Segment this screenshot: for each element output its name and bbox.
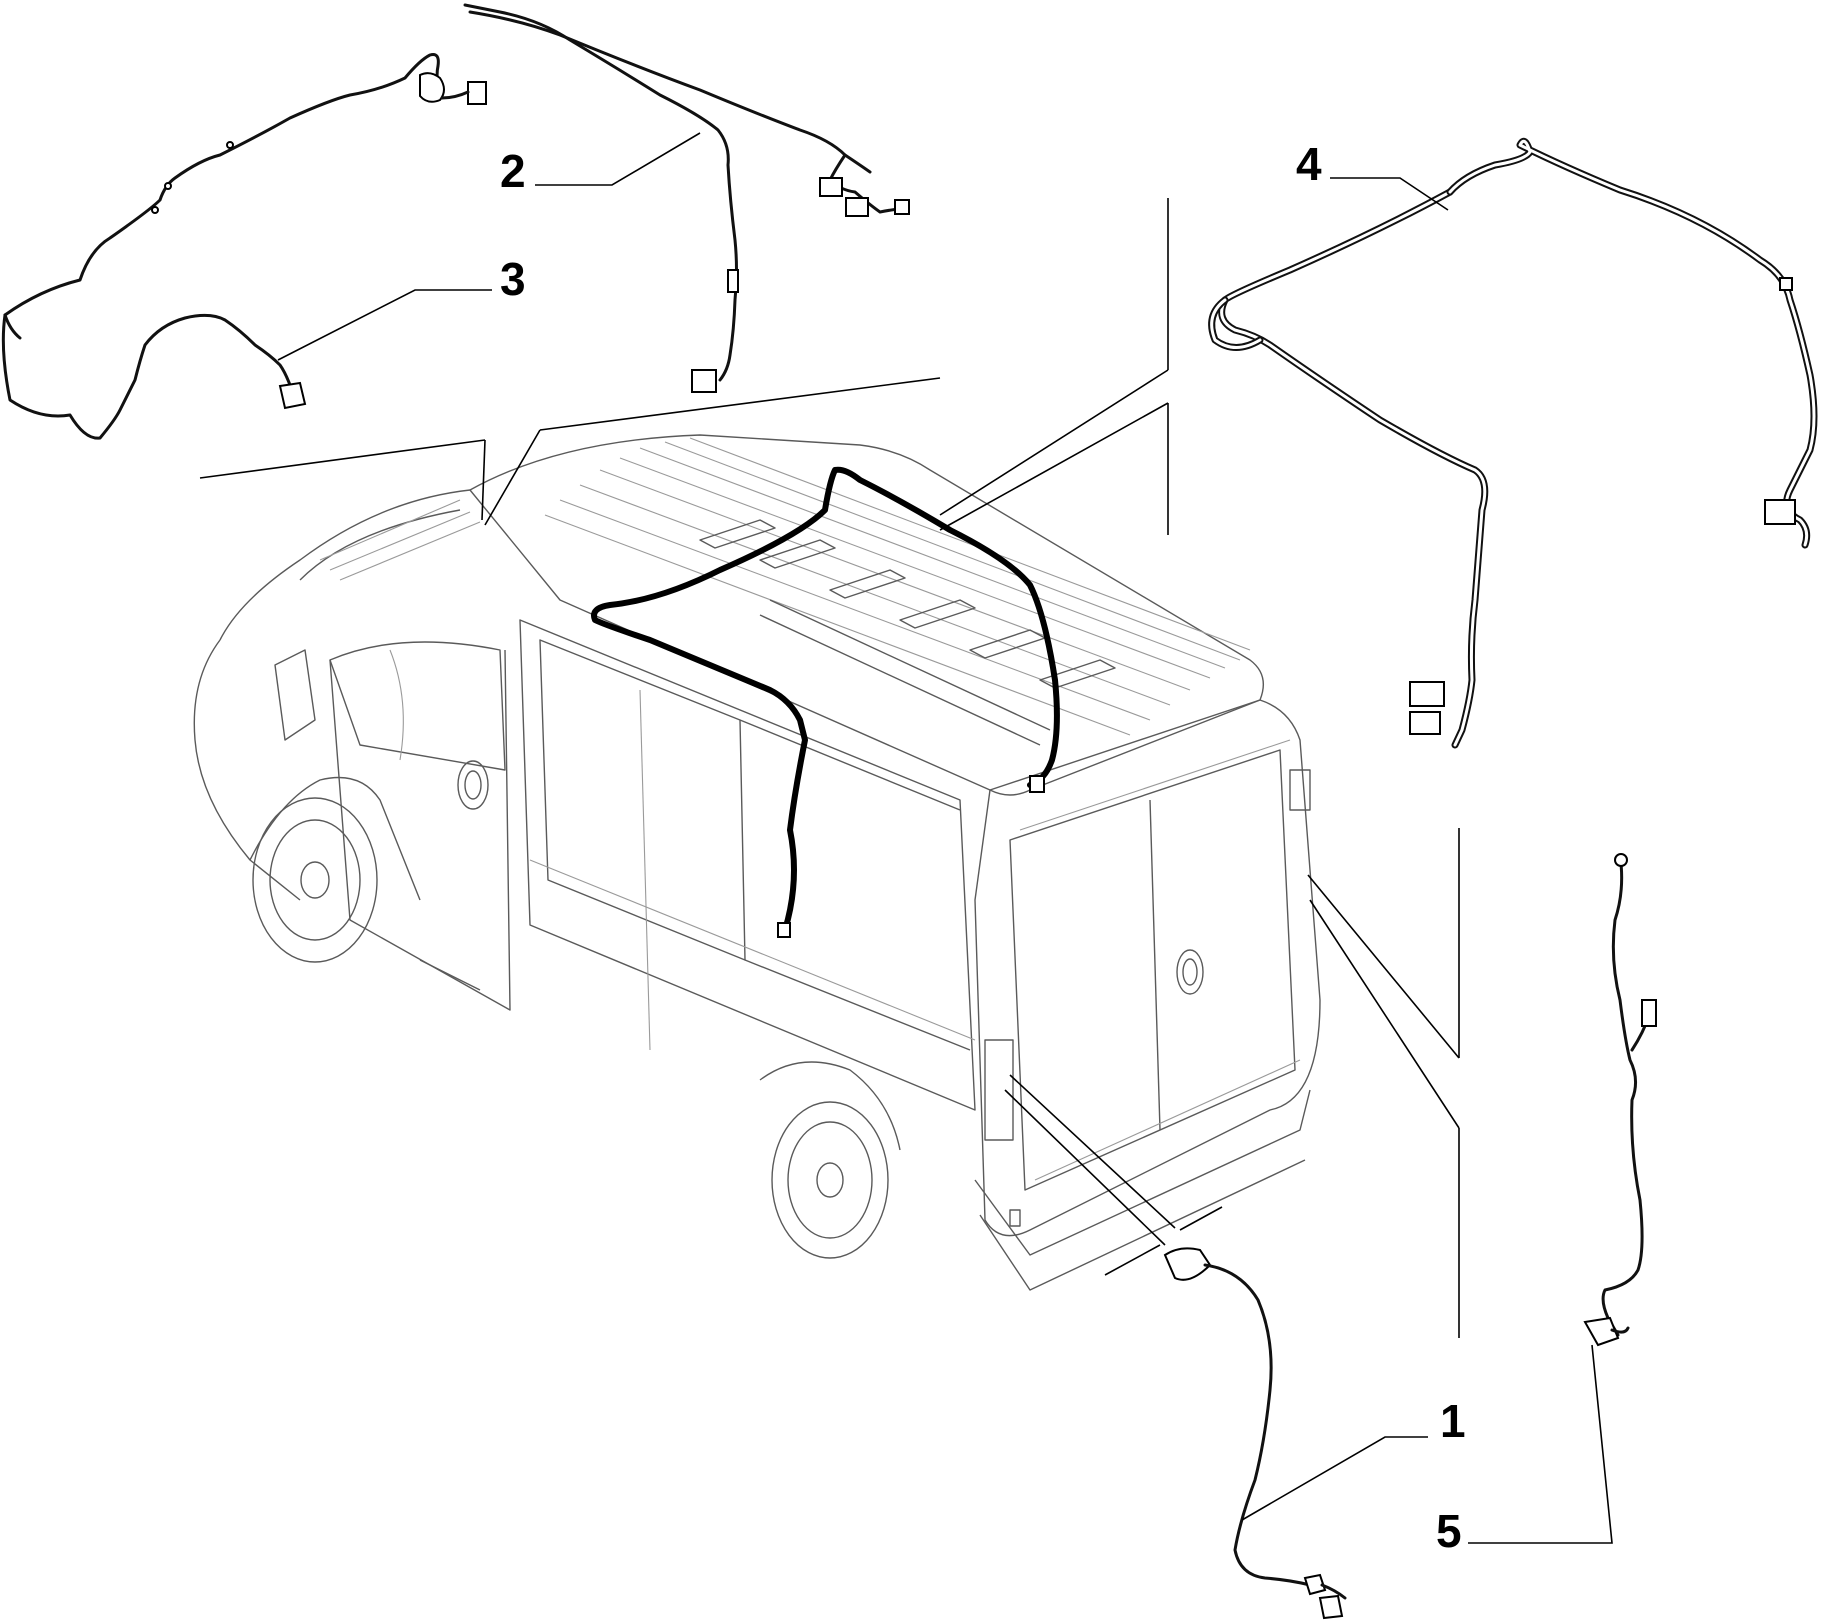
callout-label-5: 5 (1436, 1505, 1462, 1557)
van-illustration (193, 434, 1321, 1291)
callout-label-4: 4 (1296, 138, 1322, 190)
callout-leaders (277, 132, 1613, 1544)
roof-harness-connector (1029, 775, 1045, 793)
harness-2 (463, 3, 910, 393)
roof-harness-side-connector (777, 922, 791, 938)
callout-label-2: 2 (500, 145, 526, 197)
harness-3 (1, 53, 487, 440)
harness-5 (1583, 853, 1657, 1347)
harness-1 (1163, 1247, 1347, 1620)
callout-label-3: 3 (500, 253, 526, 305)
callout-label-1: 1 (1440, 1395, 1466, 1447)
roof-harness (591, 466, 1060, 933)
harness-4 (1208, 137, 1818, 749)
leader-lines (199, 198, 1460, 1338)
